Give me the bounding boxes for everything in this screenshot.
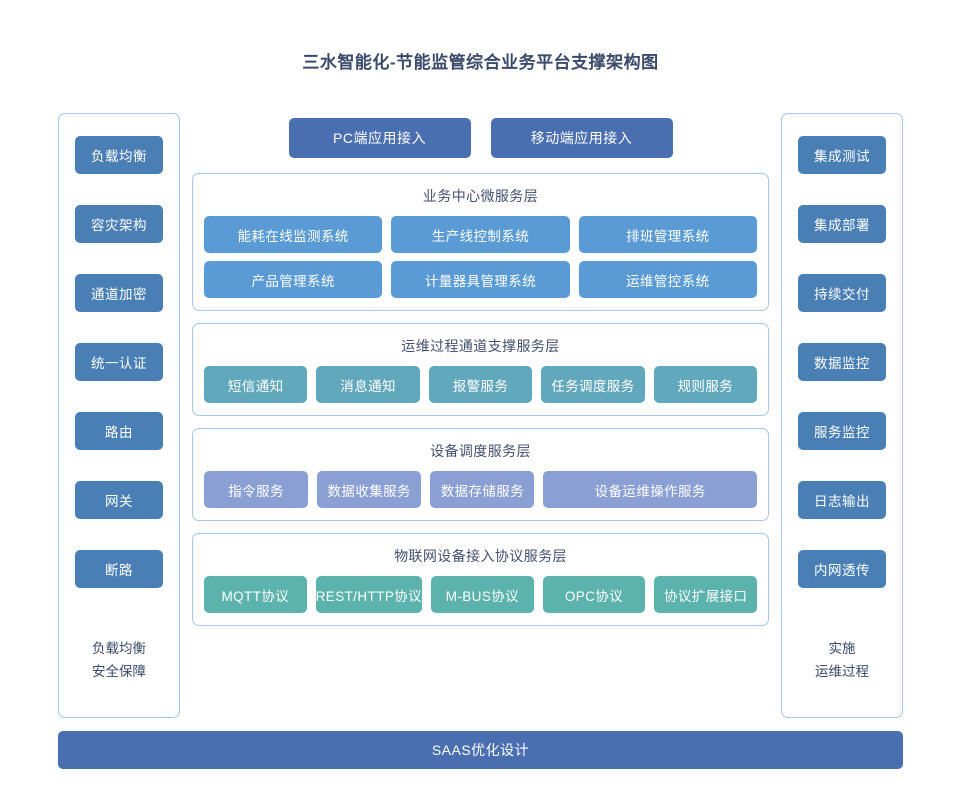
left-sidebar: 负载均衡 容灾架构 通道加密 统一认证 路由 网关 断路 负载均衡 安全保障 bbox=[58, 113, 180, 718]
sidebar-item-data-monitoring[interactable]: 数据监控 bbox=[798, 343, 886, 381]
sidebar-item-integration-deploy[interactable]: 集成部署 bbox=[798, 205, 886, 243]
left-sidebar-footer-line1: 负载均衡 bbox=[92, 641, 146, 657]
pc-access-button[interactable]: PC端应用接入 bbox=[288, 118, 471, 158]
layer-title-ops-channel-support: 运维过程通道支撑服务层 bbox=[401, 338, 560, 354]
access-row: PC端应用接入 移动端应用接入 bbox=[192, 118, 769, 158]
chip-rule-service[interactable]: 规则服务 bbox=[653, 366, 758, 403]
chip-command-service[interactable]: 指令服务 bbox=[204, 471, 309, 508]
sidebar-item-service-monitoring[interactable]: 服务监控 bbox=[798, 412, 886, 450]
sidebar-item-log-output[interactable]: 日志输出 bbox=[798, 481, 886, 519]
chip-shift-management[interactable]: 排班管理系统 bbox=[578, 216, 757, 253]
sidebar-item-integration-test[interactable]: 集成测试 bbox=[798, 136, 886, 174]
chip-sms-notification[interactable]: 短信通知 bbox=[204, 366, 308, 403]
page-title: 三水智能化-节能监管综合业务平台支撑架构图 bbox=[302, 53, 659, 72]
chip-product-management[interactable]: 产品管理系统 bbox=[204, 261, 383, 298]
sidebar-item-load-balance[interactable]: 负载均衡 bbox=[75, 136, 163, 174]
chip-opc-protocol[interactable]: OPC协议 bbox=[542, 576, 646, 613]
chip-rest-http-protocol[interactable]: REST/HTTP协议 bbox=[315, 576, 423, 613]
sidebar-item-circuit-breaker[interactable]: 断路 bbox=[75, 550, 163, 588]
chip-alarm-service[interactable]: 报警服务 bbox=[428, 366, 533, 403]
center-column: PC端应用接入 移动端应用接入 业务中心微服务层 能耗在线监测系统 生产线控制系… bbox=[180, 113, 781, 718]
chip-task-scheduling-service[interactable]: 任务调度服务 bbox=[541, 366, 645, 403]
left-sidebar-footer: 负载均衡 安全保障 bbox=[92, 638, 146, 683]
sidebar-item-intranet-passthrough[interactable]: 内网透传 bbox=[798, 550, 886, 588]
right-sidebar-footer: 实施 运维过程 bbox=[815, 638, 869, 683]
layer-title-business-center: 业务中心微服务层 bbox=[422, 188, 539, 204]
right-sidebar: 集成测试 集成部署 持续交付 数据监控 服务监控 日志输出 内网透传 实施 运维… bbox=[781, 113, 903, 718]
chip-row: 短信通知 消息通知 报警服务 任务调度服务 规则服务 bbox=[204, 366, 758, 403]
chip-energy-monitoring[interactable]: 能耗在线监测系统 bbox=[204, 216, 383, 253]
chip-protocol-extension-interface[interactable]: 协议扩展接口 bbox=[654, 576, 758, 613]
chip-ops-control[interactable]: 运维管控系统 bbox=[578, 261, 757, 298]
chip-data-collection-service[interactable]: 数据收集服务 bbox=[317, 471, 422, 508]
chip-production-line-control[interactable]: 生产线控制系统 bbox=[391, 216, 570, 253]
right-sidebar-footer-line1: 实施 bbox=[828, 641, 856, 657]
chip-mqtt-protocol[interactable]: MQTT协议 bbox=[204, 576, 307, 613]
layer-ops-channel-support: 运维过程通道支撑服务层 短信通知 消息通知 报警服务 任务调度服务 规则服务 bbox=[192, 323, 769, 416]
architecture-diagram: 负载均衡 容灾架构 通道加密 统一认证 路由 网关 断路 负载均衡 安全保障 P… bbox=[58, 113, 903, 718]
layer-business-center: 业务中心微服务层 能耗在线监测系统 生产线控制系统 排班管理系统 产品管理系统 … bbox=[192, 173, 769, 311]
saas-optimization-bar[interactable]: SAAS优化设计 bbox=[58, 731, 903, 769]
chip-mbus-protocol[interactable]: M-BUS协议 bbox=[431, 576, 534, 613]
sidebar-item-channel-encryption[interactable]: 通道加密 bbox=[75, 274, 163, 312]
chip-message-notification[interactable]: 消息通知 bbox=[316, 366, 420, 403]
mobile-access-button[interactable]: 移动端应用接入 bbox=[490, 118, 673, 158]
layer-title-iot-protocol: 物联网设备接入协议服务层 bbox=[394, 548, 567, 564]
right-sidebar-footer-line2: 运维过程 bbox=[815, 663, 869, 679]
layer-iot-protocol: 物联网设备接入协议服务层 MQTT协议 REST/HTTP协议 M-BUS协议 … bbox=[192, 533, 769, 626]
chip-row: 产品管理系统 计量器具管理系统 运维管控系统 bbox=[204, 261, 757, 298]
layer-device-dispatch: 设备调度服务层 指令服务 数据收集服务 数据存储服务 设备运维操作服务 bbox=[192, 428, 769, 521]
layer-title-device-dispatch: 设备调度服务层 bbox=[430, 443, 531, 459]
sidebar-item-gateway[interactable]: 网关 bbox=[75, 481, 163, 519]
sidebar-item-disaster-recovery[interactable]: 容灾架构 bbox=[75, 205, 163, 243]
left-sidebar-footer-line2: 安全保障 bbox=[92, 663, 146, 679]
chip-row: 指令服务 数据收集服务 数据存储服务 设备运维操作服务 bbox=[204, 471, 757, 508]
chip-data-storage-service[interactable]: 数据存储服务 bbox=[430, 471, 535, 508]
sidebar-item-unified-auth[interactable]: 统一认证 bbox=[75, 343, 163, 381]
sidebar-item-routing[interactable]: 路由 bbox=[75, 412, 163, 450]
chip-row: MQTT协议 REST/HTTP协议 M-BUS协议 OPC协议 协议扩展接口 bbox=[204, 576, 758, 613]
chip-metering-device-management[interactable]: 计量器具管理系统 bbox=[391, 261, 570, 298]
chip-device-ops-operation-service[interactable]: 设备运维操作服务 bbox=[543, 471, 757, 508]
chip-row: 能耗在线监测系统 生产线控制系统 排班管理系统 bbox=[204, 216, 757, 253]
sidebar-item-continuous-delivery[interactable]: 持续交付 bbox=[798, 274, 886, 312]
